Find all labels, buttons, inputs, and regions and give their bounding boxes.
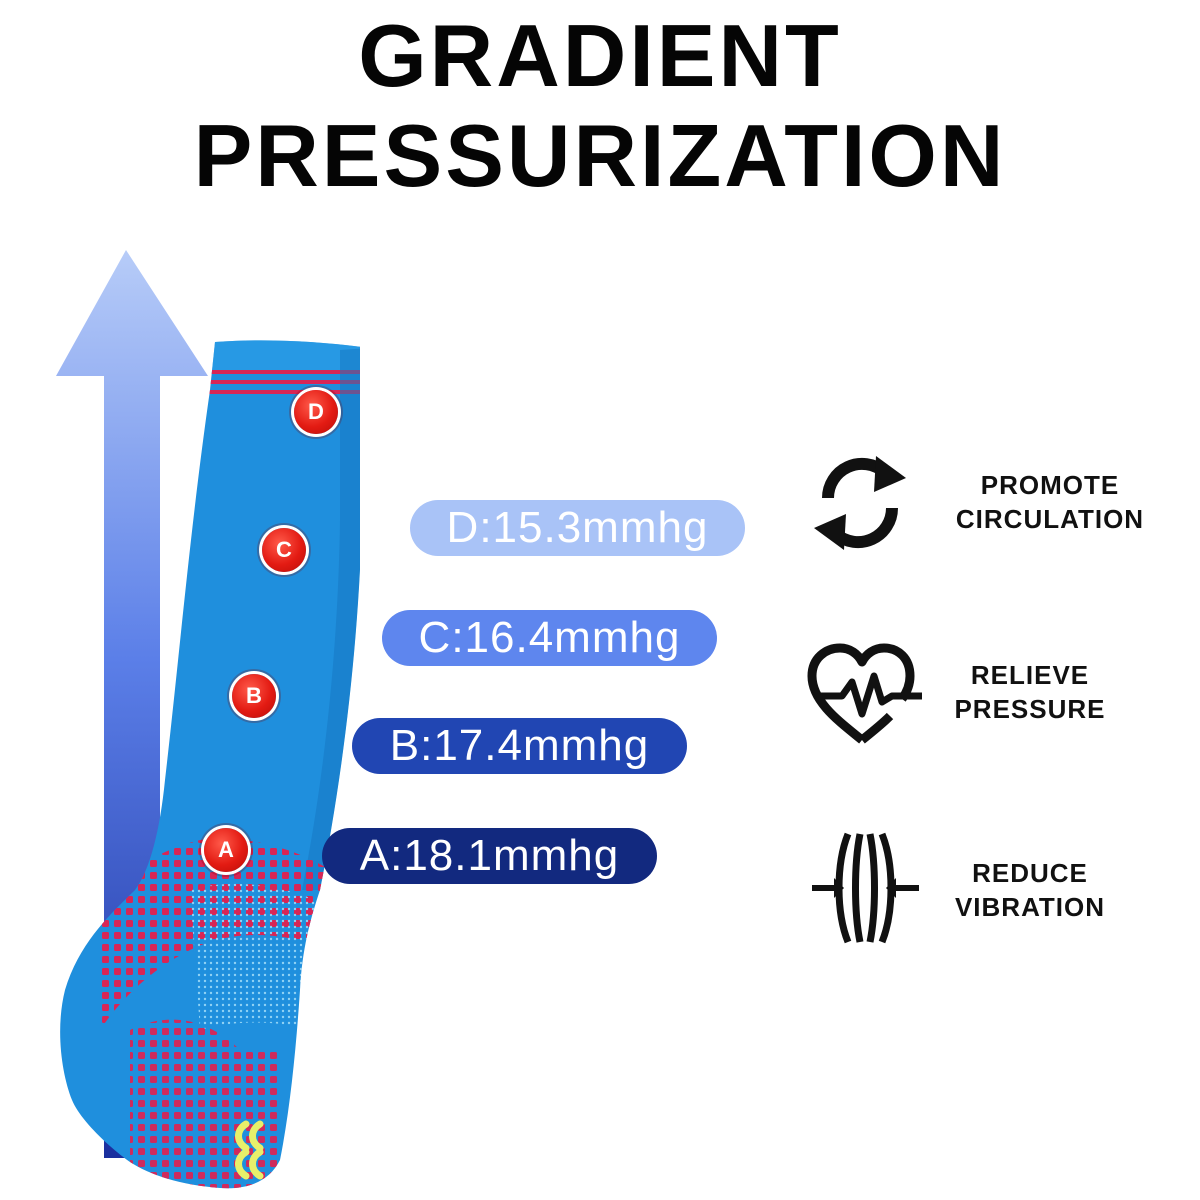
feature-pressure-line2: PRESSURE <box>954 694 1106 724</box>
feature-vibration-line2: VIBRATION <box>954 892 1106 922</box>
feature-circulation-line2: CIRCULATION <box>955 504 1145 534</box>
compression-sock-illustration <box>60 340 360 1189</box>
pressure-gradient-arrow-icon <box>56 250 208 1158</box>
marker-c: C <box>262 528 306 572</box>
pressure-label-d-text: D:15.3mmhg <box>446 503 709 552</box>
feature-circulation-line1: PROMOTE <box>980 470 1120 500</box>
pressure-label-c: C:16.4mmhg <box>382 610 717 666</box>
feature-vibration-line1: REDUCE <box>972 858 1088 888</box>
feature-pressure-line1: RELIEVE <box>970 660 1090 690</box>
feature-pressure-text: RELIEVE PRESSURE <box>920 658 1140 726</box>
compression-icon <box>812 832 919 944</box>
title-line-2: PRESSURIZATION <box>193 106 1007 205</box>
pressure-label-b: B:17.4mmhg <box>352 718 687 774</box>
heartbeat-icon <box>807 643 922 744</box>
feature-circulation-text: PROMOTE CIRCULATION <box>940 468 1160 536</box>
feature-vibration-text: REDUCE VIBRATION <box>920 856 1140 924</box>
marker-a: A <box>204 828 248 872</box>
title-line-1: GRADIENT <box>358 6 842 105</box>
pressure-label-c-text: C:16.4mmhg <box>418 613 681 662</box>
pressure-label-d: D:15.3mmhg <box>410 500 745 556</box>
marker-d: D <box>294 390 338 434</box>
pressure-label-a-text: A:18.1mmhg <box>359 831 620 880</box>
pressure-label-a: A:18.1mmhg <box>322 828 657 884</box>
pressure-label-b-text: B:17.4mmhg <box>389 721 650 770</box>
marker-b: B <box>232 674 276 718</box>
circulation-arrows-icon <box>814 456 906 550</box>
